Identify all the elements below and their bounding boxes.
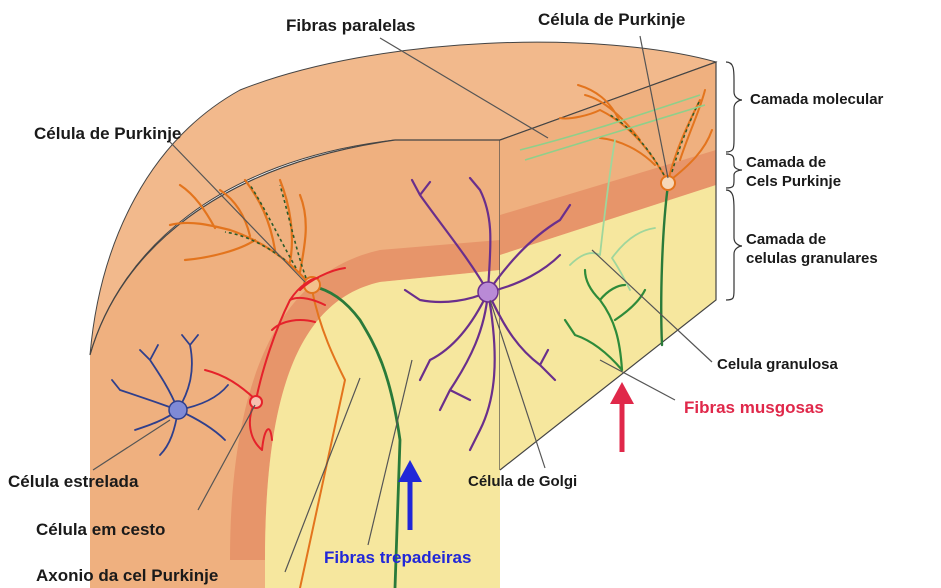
label-axonio-purkinje: Axonio da cel Purkinje: [36, 566, 218, 586]
label-purkinje-top: Célula de Purkinje: [538, 10, 685, 30]
label-celula-cesto: Célula em cesto: [36, 520, 165, 540]
purkinje-soma-side: [661, 176, 675, 190]
basket-cell-soma: [250, 396, 262, 408]
label-camada-molecular: Camada molecular: [750, 90, 883, 109]
label-fibras-trepadeiras: Fibras trepadeiras: [324, 548, 471, 568]
label-celula-estrelada: Célula estrelada: [8, 472, 138, 492]
label-celula-granulosa: Celula granulosa: [717, 355, 838, 374]
bracket-granular: [726, 190, 742, 300]
layer-brackets: [726, 62, 742, 300]
label-purkinje-left: Célula de Purkinje: [34, 124, 181, 144]
label-fibras-paralelas: Fibras paralelas: [286, 16, 415, 36]
label-fibras-musgosas: Fibras musgosas: [684, 398, 824, 418]
mossy-fiber-arrow: [610, 382, 634, 452]
label-camada-granular: Camada de celulas granulares: [746, 230, 878, 268]
label-celula-golgi: Célula de Golgi: [468, 472, 577, 491]
bracket-purkinje: [726, 154, 742, 188]
golgi-cell-soma: [478, 282, 498, 302]
label-camada-purkinje: Camada de Cels Purkinje: [746, 153, 841, 191]
bracket-molecular: [726, 62, 742, 152]
stellate-cell-soma: [169, 401, 187, 419]
